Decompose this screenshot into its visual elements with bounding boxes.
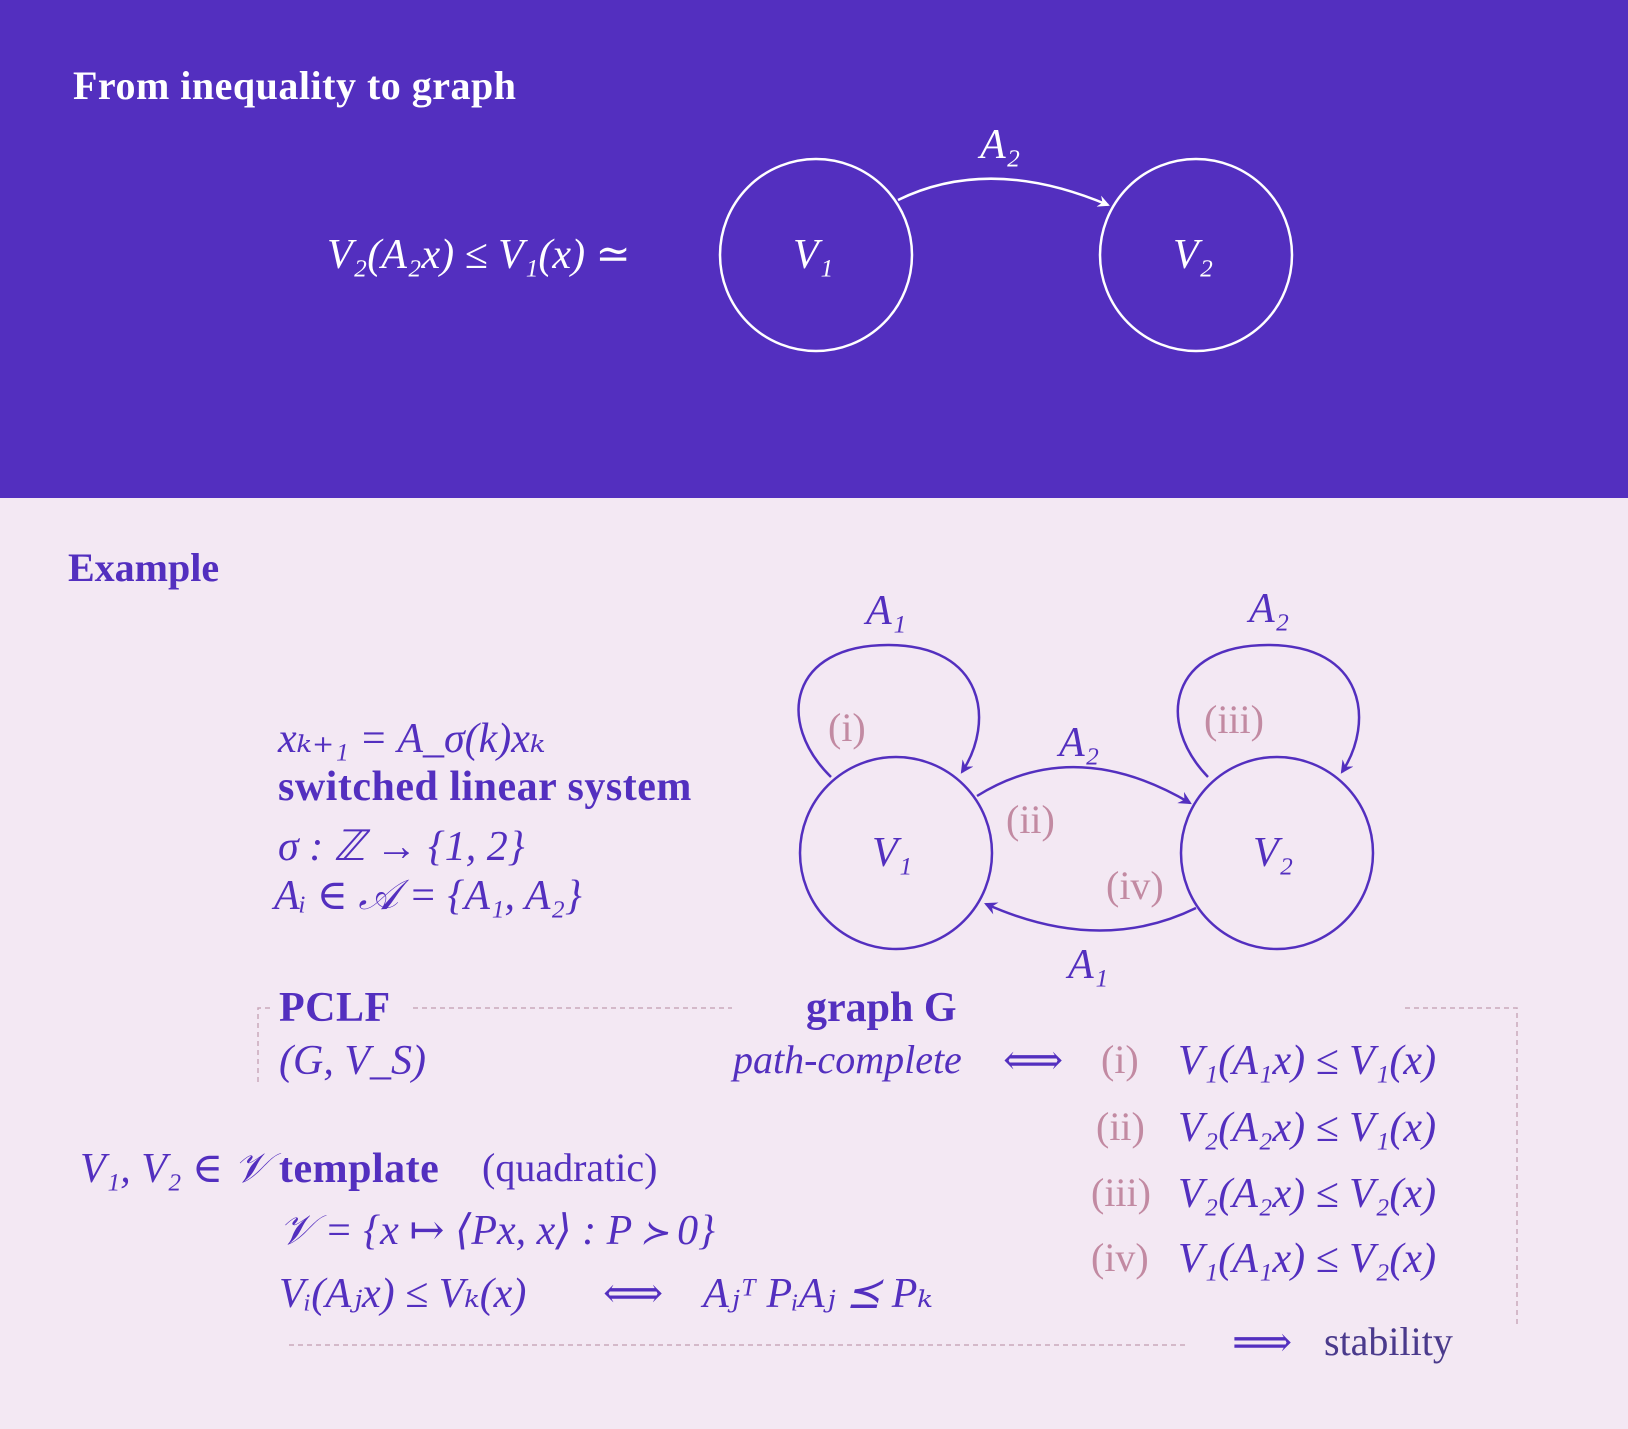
top-edge-label: A₂ [980,122,1021,168]
pclf-title: PCLF [279,985,391,1031]
template-title: template [279,1146,440,1192]
inequality-iii: V₂(A₂x) ≤ V₂(x) [1178,1171,1437,1217]
template-kind: (quadratic) [482,1145,658,1190]
header-inequality: V₂(A₂x) ≤ V₁(x) ≃ [327,232,631,278]
example-node-v2-circle [1179,755,1375,951]
inequality-i: V₁(A₁x) ≤ V₁(x) [1178,1038,1437,1084]
example-title: Example [68,545,220,590]
edge-top-label: A₂ [1059,720,1100,766]
inequality-tag-ii: (ii) [1096,1104,1145,1149]
system-equation: xₖ₊₁ = A_σ(k)xₖ [278,716,546,762]
edge-tag-iv: (iv) [1106,863,1164,908]
system-sigma: σ : ℤ → {1, 2} [278,824,525,870]
path-complete-label: path-complete [733,1037,962,1082]
top-node-v2-circle [1098,157,1294,353]
self-loop-right-arrow [1176,643,1361,778]
top-node-v1-circle [718,157,914,353]
top-node-v1-label: V₁ [793,232,834,278]
equivalence-rhs: Aⱼᵀ PᵢAⱼ ⪯ Pₖ [703,1271,933,1317]
template-lhs: V₁, V₂ ∈ 𝒱 [80,1146,269,1192]
pclf-dashed-bracket [257,1007,1518,1325]
equivalence-lhs: Vᵢ(Aⱼx) ≤ Vₖ(x) [279,1271,527,1317]
path-complete-iff: ⟺ [1003,1038,1064,1084]
loop-tag-iii: (iii) [1204,697,1264,742]
top-node-v2-label: V₂ [1173,232,1214,278]
system-set: Aᵢ ∈ 𝒜 = {A₁, A₂} [274,873,582,919]
conclusion-text: stability [1324,1319,1453,1364]
graph-caption-title: graph G [806,985,957,1031]
self-loop-left-label: A₁ [866,588,907,634]
example-node-v1-label: V₁ [872,830,913,876]
loop-tag-i: (i) [828,705,866,750]
inequality-ii: V₂(A₂x) ≤ V₁(x) [1178,1105,1437,1151]
example-node-v1-circle [798,755,994,951]
inequality-tag-iii: (iii) [1091,1170,1151,1215]
pclf-pair: (G, V_S) [279,1038,426,1084]
equivalence-iff: ⟺ [603,1271,664,1317]
inequality-tag-i: (i) [1101,1037,1139,1082]
conclusion-arrow: ⟹ [1232,1320,1293,1366]
edge-v2-to-v1-arrow [984,902,1197,932]
edge-bottom-label: A₁ [1068,942,1109,988]
self-loop-right-label: A₂ [1249,586,1290,632]
top-edge-arrow [897,177,1110,207]
system-name: switched linear system [278,764,692,810]
self-loop-left-arrow [797,643,981,778]
edge-tag-ii: (ii) [1006,797,1055,842]
header-title: From inequality to graph [73,63,517,108]
inequality-iv: V₁(A₁x) ≤ V₂(x) [1178,1236,1437,1282]
header-band [0,0,1628,498]
template-definition: 𝒱 = {x ↦ ⟨Px, x⟩ : P ≻ 0} [279,1208,715,1254]
example-node-v2-label: V₂ [1253,830,1294,876]
inequality-tag-iv: (iv) [1091,1235,1149,1280]
edge-v1-to-v2-arrow [976,766,1192,805]
